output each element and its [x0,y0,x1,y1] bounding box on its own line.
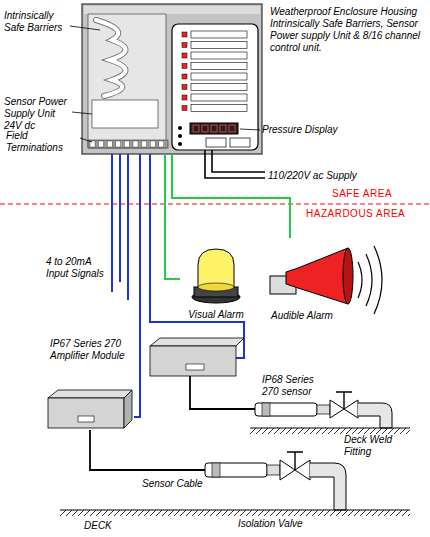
callout-label: IP68 Series 270 sensor [262,374,326,398]
display-digit [193,125,199,132]
terminal [159,141,164,147]
display-digit [229,125,235,132]
signal-wires [112,154,244,358]
node-label: IP67 Series 270 Amplifier Module [50,338,130,362]
enclosure-housing: Weatherproof Enclosure Housing Intrinsic… [82,4,262,154]
alarm-led [182,74,187,79]
supply-cable [205,150,265,178]
cable-connector [134,154,140,417]
display-segments [193,125,235,132]
cable-connector [172,154,290,238]
enclosure [82,4,262,154]
callout-label: 4 to 20mA Input Signals [46,256,106,280]
display-digit [211,125,217,132]
node-label: Weatherproof Enclosure Housing Intrinsic… [270,6,428,54]
alarm-led [182,106,187,111]
channel-window [191,52,247,59]
terminal [107,141,112,147]
channel-window [191,63,247,70]
channel-window [191,105,247,112]
field-terminals [90,141,164,147]
terminal [150,141,155,147]
cable-line [134,154,140,417]
callout-label: Sensor Power Supply Unit 24V dc [4,96,74,132]
callout-label: 110/220V ac Supply [268,170,388,182]
sensor-assembly [60,430,410,516]
callout-label: Isolation Valve [238,518,328,530]
callout-label: Pressure Display [262,124,342,136]
callout-label: Intrinsically Safe Barriers [4,10,72,34]
leader-lines [70,26,260,142]
area-label: HAZARDOUS AREA [306,208,426,220]
cable-line [172,154,290,238]
area-label: SAFE AREA [332,188,422,200]
amplifier-module: IP67 Series 270 Amplifier Module [46,338,134,432]
area-divider [0,204,430,205]
alarm-led [182,53,187,58]
terminal [142,141,147,147]
terminal [99,141,104,147]
terminal [124,141,129,147]
alarm-led [182,43,187,48]
channel-window [191,73,247,80]
audible-alarm: Audible Alarm [262,238,354,330]
alarm-led [182,32,187,37]
channel-window [191,31,247,38]
channel-window [191,94,247,101]
channel-leds [182,31,247,112]
node-label: Visual Alarm [180,309,252,321]
callout-label: Sensor Cable [142,478,222,490]
alarm-led [182,85,187,90]
alarm-led [182,95,187,100]
control-panel [172,24,258,150]
visual-alarm: Visual Alarm [180,245,252,329]
amplifier-module [150,338,244,376]
callout-label: DECK [84,520,124,532]
channel-window [191,84,247,91]
callout-label: Deck Weld Fitting [344,434,404,458]
node-label: Audible Alarm [262,310,342,322]
sound-waves [358,246,382,314]
callout-label: Field Terminations [6,130,78,154]
display-digit [220,125,226,132]
terminal [116,141,121,147]
display-digit [202,125,208,132]
terminal [133,141,138,147]
alarm-led [182,64,187,69]
channel-window [191,42,247,49]
